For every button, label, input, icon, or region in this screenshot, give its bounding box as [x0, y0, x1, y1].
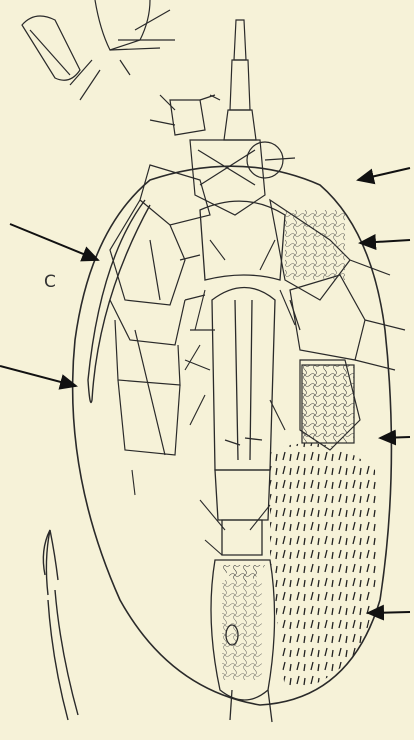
tarsal-claw [43, 530, 78, 720]
corner-fragment [22, 0, 175, 100]
gnathosoma [150, 20, 295, 215]
arrow-right-upper [358, 168, 410, 180]
arrow-left-upper [10, 224, 98, 260]
legs-right [270, 200, 405, 450]
anal-plate [211, 560, 275, 722]
arrow-left-lower [0, 366, 76, 386]
panel-letter: C [44, 272, 56, 292]
legs-left [110, 165, 215, 455]
arrow-right-middle [380, 437, 410, 438]
spiny-region [270, 443, 378, 690]
arrow-right-leg [360, 240, 410, 243]
arrow-right-lower [368, 612, 410, 613]
